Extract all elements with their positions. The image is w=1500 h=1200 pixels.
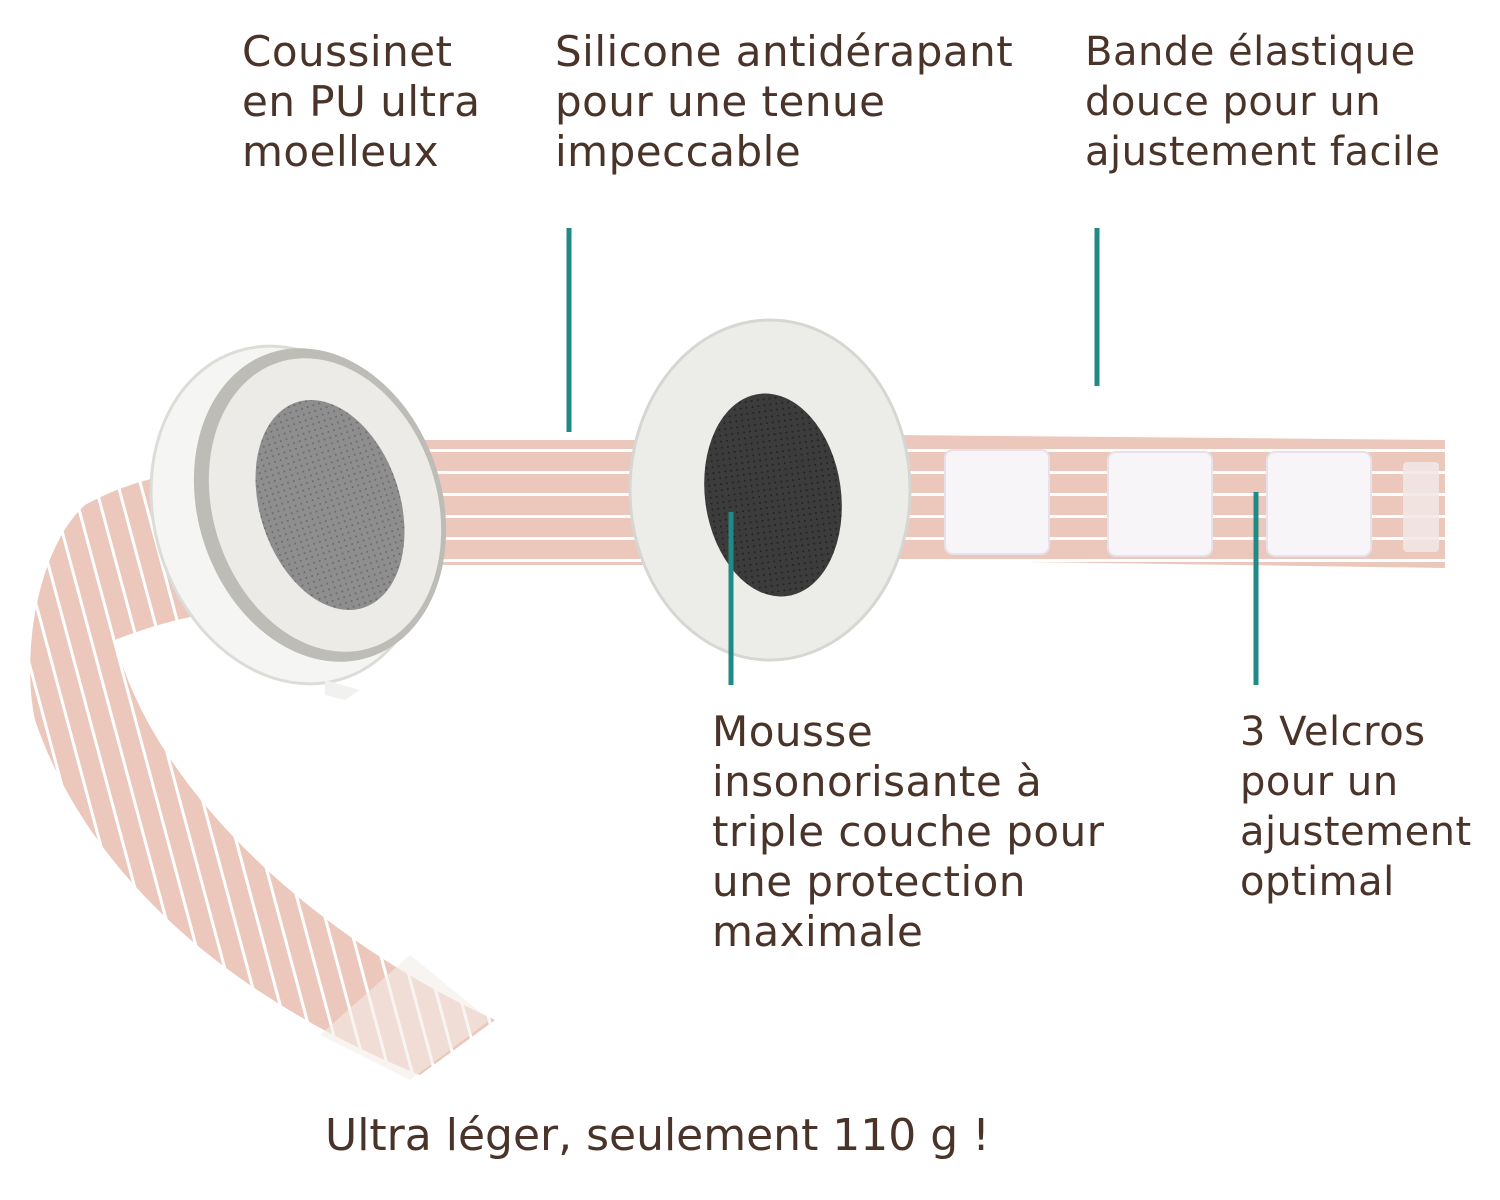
callout-line: optimal [1240, 859, 1395, 905]
callout-line: Bande élastique [1085, 29, 1416, 75]
callout-line: ajustement facile [1085, 129, 1441, 175]
velcro-patch-2 [1107, 451, 1213, 557]
callout-line: pour un [1240, 759, 1399, 805]
callout-line: Silicone antidérapant [555, 27, 1014, 76]
callout-line: 3 Velcros [1240, 709, 1426, 755]
callout-line: en PU ultra [242, 77, 481, 126]
callout-silicone: Silicone antidérapant pour une tenue imp… [555, 27, 1013, 177]
velcro-patch-3 [1266, 451, 1372, 557]
leader-lines [566, 228, 1259, 685]
callout-band: Bande élastique douce pour un ajustement… [1085, 27, 1440, 177]
callout-cushion: Coussinet en PU ultra moelleux [242, 27, 481, 177]
callout-line: Coussinet [242, 27, 453, 76]
weight-claim: Ultra léger, seulement 110 g ! [325, 1110, 990, 1161]
callout-line: Mousse [712, 707, 874, 756]
callout-line: insonorisante à [712, 757, 1043, 806]
callout-line: une protection [712, 857, 1026, 906]
velcro-patch-1 [944, 449, 1050, 555]
velcro-patches [944, 449, 1372, 557]
callout-line: pour une tenue [555, 77, 886, 126]
callout-line: triple couche pour [712, 807, 1105, 856]
right-ear-cup [628, 318, 912, 662]
callout-line: maximale [712, 907, 924, 956]
callout-line: ajustement [1240, 809, 1472, 855]
callout-velcro: 3 Velcros pour un ajustement optimal [1240, 707, 1472, 907]
callout-line: impeccable [555, 127, 802, 176]
left-ear-cup [149, 344, 447, 700]
left-strap [30, 470, 496, 1080]
callout-foam: Mousse insonorisante à triple couche pou… [712, 707, 1104, 957]
callout-line: douce pour un [1085, 79, 1382, 125]
callout-line: moelleux [242, 127, 440, 176]
